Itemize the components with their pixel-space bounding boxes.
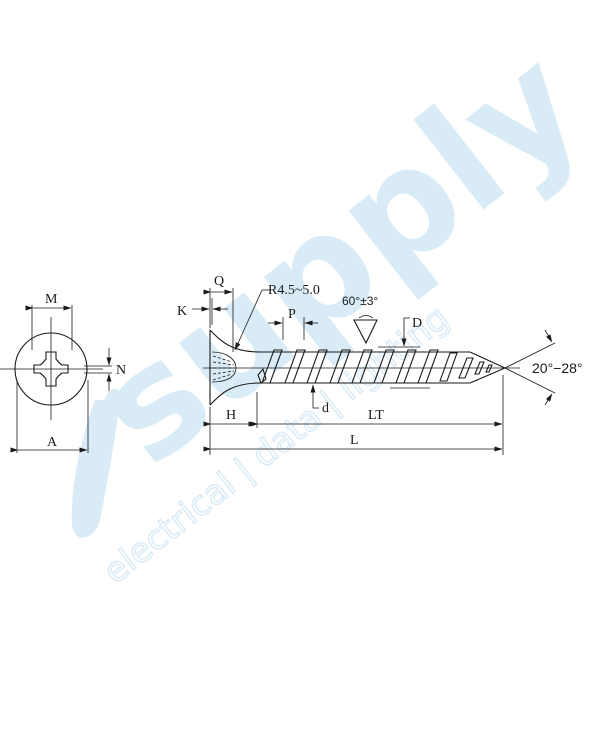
- thread-crests: [261, 349, 493, 384]
- side-view-screw: 20°−28° Q K R4.5~5.0 P 60°±3° D d: [177, 274, 583, 455]
- watermark: supply electrical | data | lighting: [65, 16, 600, 592]
- label-Q: Q: [214, 274, 224, 289]
- label-A: A: [47, 435, 58, 450]
- label-K: K: [177, 304, 187, 319]
- label-thread-angle: 60°±3°: [342, 294, 378, 308]
- label-LT: LT: [368, 408, 384, 423]
- label-D: D: [412, 316, 422, 331]
- front-view-head: M N A: [0, 292, 126, 453]
- watermark-i-stroke: [71, 400, 120, 538]
- label-H: H: [226, 408, 236, 423]
- label-M: M: [45, 292, 58, 307]
- label-point-angle: 20°−28°: [532, 360, 583, 376]
- label-L: L: [350, 433, 359, 448]
- label-P: P: [288, 307, 296, 322]
- label-N: N: [116, 363, 126, 378]
- label-radius: R4.5~5.0: [268, 283, 320, 298]
- label-d: d: [322, 401, 329, 416]
- watermark-i-dot: [103, 388, 121, 416]
